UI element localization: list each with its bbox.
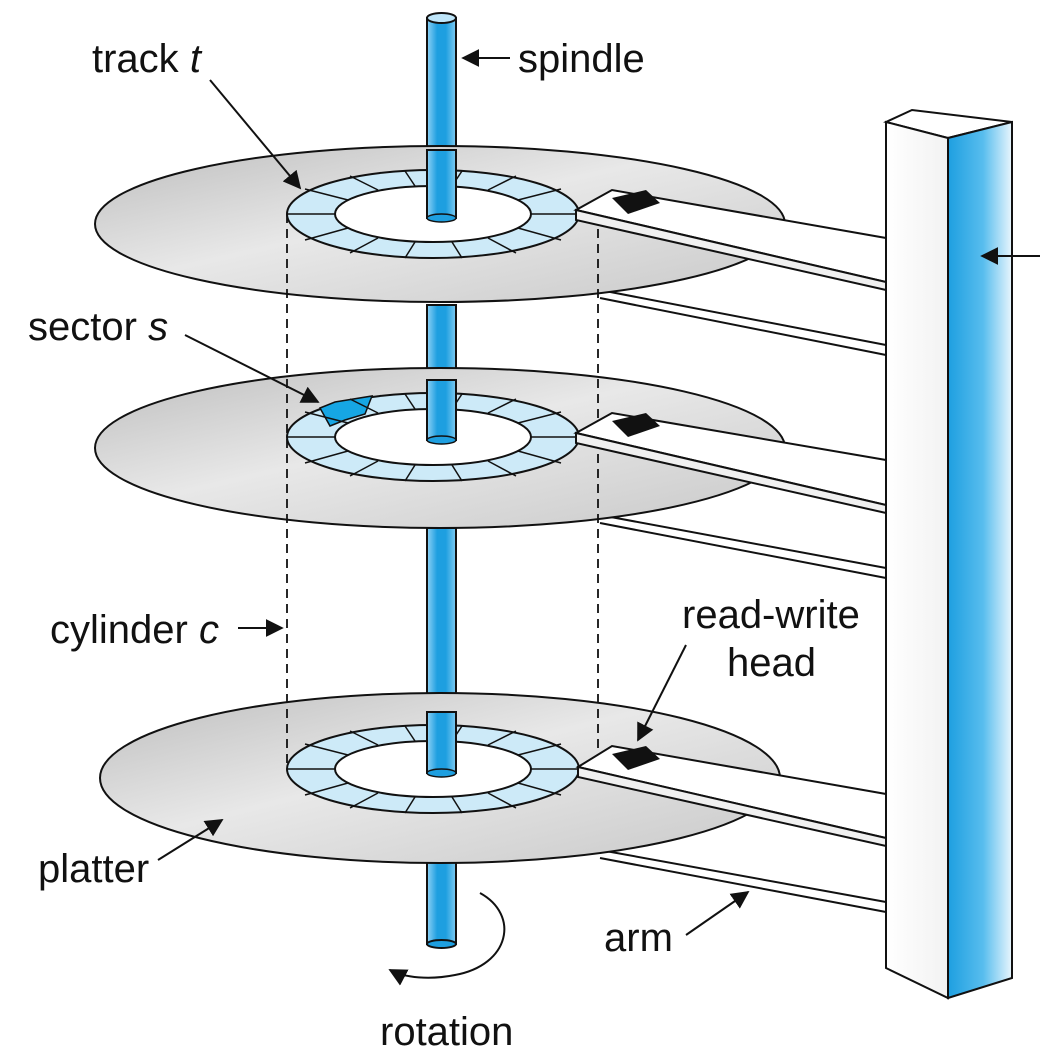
arm-label: arm <box>604 916 673 960</box>
read-write-label-line2: head <box>727 641 816 685</box>
read-write-head-bottom <box>612 746 660 770</box>
cylinder-label: cylinder c <box>50 608 219 652</box>
track-arrow <box>209 79 302 190</box>
read-write-label-line1: read-write <box>682 593 860 637</box>
track-label: track t <box>92 37 203 81</box>
head-arrow <box>637 644 687 742</box>
platter-bottom <box>99 692 781 864</box>
arm-top <box>573 188 887 292</box>
platter-arrow <box>157 819 224 861</box>
sector-label: sector s <box>28 305 168 349</box>
actuator-post <box>883 108 1013 1000</box>
spindle-label: spindle <box>518 37 645 81</box>
cylinder-outline <box>286 214 599 769</box>
arm-arrow <box>685 890 750 936</box>
platter-label: platter <box>38 847 149 891</box>
rotation-label: rotation <box>380 1010 513 1054</box>
sector-arrow <box>184 334 320 403</box>
arm-bottom <box>575 744 887 848</box>
rotation-arrow <box>388 892 506 986</box>
arm-lines <box>599 289 887 913</box>
spindle-front <box>426 149 457 778</box>
leader-arrows <box>157 49 1040 986</box>
read-write-head-top <box>612 190 660 214</box>
read-write-head-middle <box>612 413 660 437</box>
